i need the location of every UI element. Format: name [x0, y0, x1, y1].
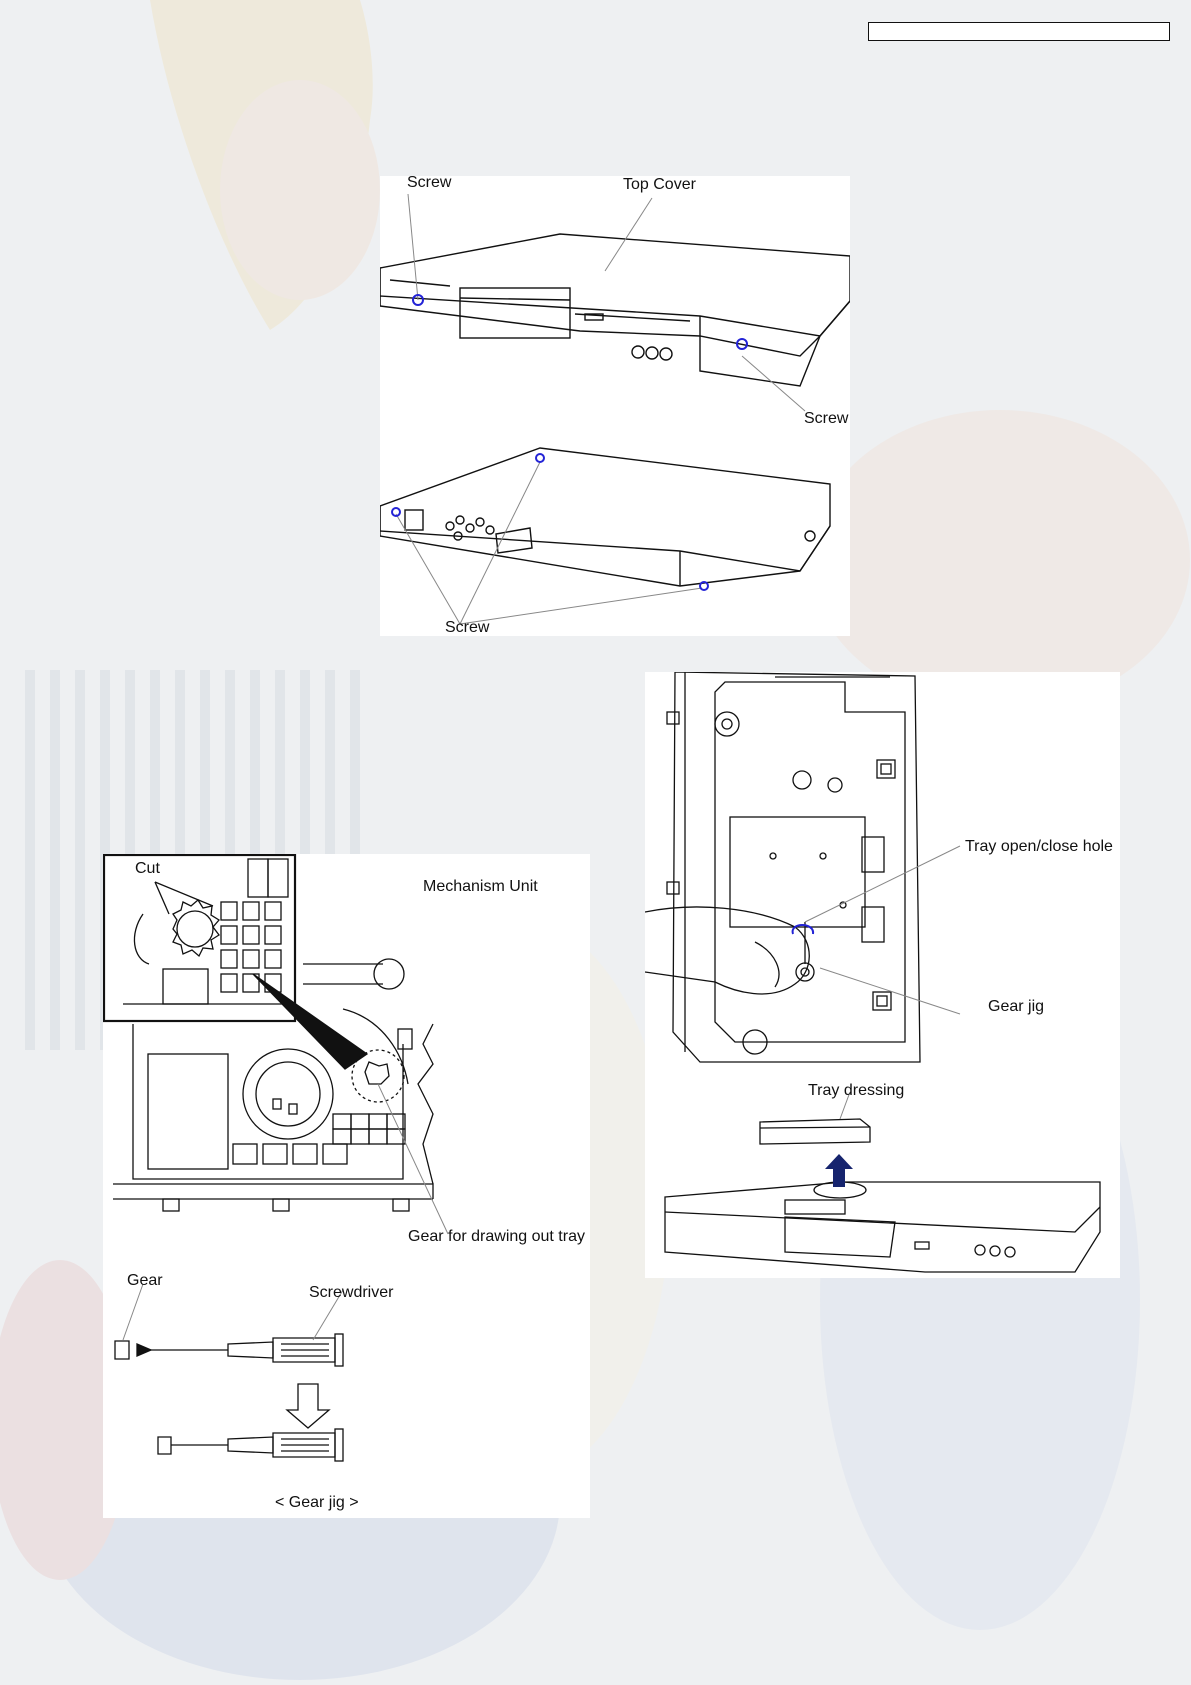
cut-label: Cut [135, 860, 160, 878]
gear-jig-label: Gear jig [988, 998, 1044, 1016]
gear-for-drawing-out-tray-label: Gear for drawing out tray [408, 1228, 585, 1246]
screw-label-right: Screw [804, 410, 848, 428]
gear-jig-caption: < Gear jig > [275, 1494, 359, 1512]
gear-label: Gear [127, 1272, 163, 1290]
mechanism-unit-drawing [103, 854, 590, 1518]
mechanism-unit-label: Mechanism Unit [423, 878, 538, 896]
figure-mechanism-unit: Cut Mechanism Unit Gear for drawing out … [103, 854, 590, 1518]
figure-tray-open: Tray open/close hole Gear jig Tray dress… [645, 672, 1120, 1278]
screw-marker [392, 295, 747, 590]
figure-top-cover: Screw Top Cover Screw Screw [380, 176, 850, 636]
screw-label-bottom: Screw [445, 619, 489, 637]
screwdriver-label: Screwdriver [309, 1284, 393, 1302]
header-box [868, 22, 1170, 41]
tray-dressing-label: Tray dressing [808, 1082, 904, 1100]
tray-open-drawing [645, 672, 1120, 1278]
dvd-recorder-front-drawing [380, 176, 850, 636]
tray-open-close-hole-label: Tray open/close hole [965, 838, 1113, 856]
screw-label-top: Screw [407, 174, 451, 192]
top-cover-label: Top Cover [623, 176, 696, 194]
